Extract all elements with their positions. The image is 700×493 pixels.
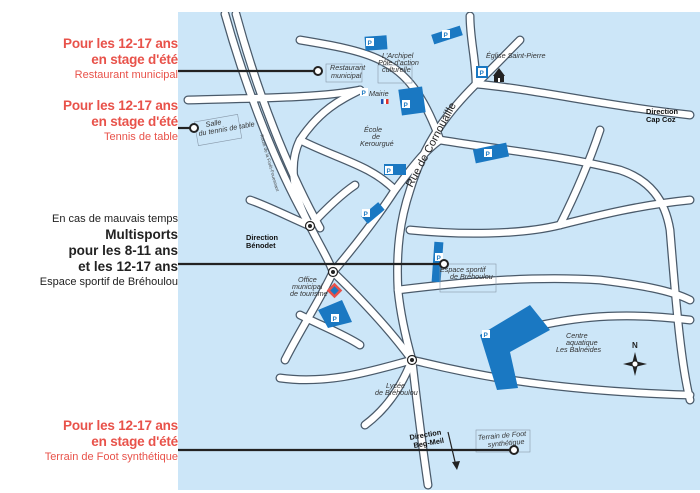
legend-panel: Pour les 12-17 ans en stage d'été Restau… [0, 0, 178, 493]
facility-outlines [193, 63, 531, 453]
compass-icon: N [623, 341, 647, 376]
salle-box[interactable] [193, 114, 243, 146]
svg-text:de tourisme: de tourisme [290, 289, 328, 298]
svg-text:P: P [362, 90, 367, 97]
parking-center[interactable] [361, 202, 385, 224]
foot-map-label: Terrain de Foot [477, 429, 527, 442]
svg-text:P: P [444, 32, 449, 39]
svg-text:Pôle d'action: Pôle d'action [378, 58, 419, 67]
parking-centre-aquatique[interactable] [480, 305, 550, 390]
mairie-map-label: Mairie [369, 89, 389, 98]
salle-map-label: Salle [205, 117, 222, 129]
svg-text:culturelle: culturelle [382, 65, 411, 74]
road-fills [184, 12, 694, 489]
callout-tennis-line1: Pour les 12-17 ans [63, 98, 178, 113]
callout-restaurant-sub: Restaurant municipal [74, 69, 178, 81]
callout-tennis-sub: Tennis de table [104, 131, 178, 143]
callout-tennis-line2: en stage d'été [91, 114, 178, 129]
svg-text:P: P [333, 316, 338, 323]
svg-text:P: P [404, 102, 409, 109]
svg-text:aquatique: aquatique [566, 338, 598, 347]
svg-text:P: P [364, 211, 369, 218]
svg-text:P: P [484, 332, 489, 339]
restaurant-map-label: Restaurant [330, 63, 366, 72]
church-icon [493, 68, 505, 82]
callout-sport-pre: En cas de mauvais temps [52, 213, 178, 225]
parking-mairie[interactable] [398, 86, 426, 116]
callout-sport: En cas de mauvais temps Multisports pour… [0, 212, 178, 290]
svg-text:Les Balnéides: Les Balnéides [556, 345, 602, 354]
parking-letters: P P P P P P P P P P P [331, 30, 492, 339]
svg-text:P: P [486, 151, 491, 158]
svg-text:municipal: municipal [292, 282, 323, 291]
svg-text:de Bréhoulou: de Bréhoulou [375, 388, 418, 397]
callout-tennis: Pour les 12-17 ans en stage d'été Tennis… [0, 98, 178, 145]
espace-box[interactable] [439, 263, 497, 293]
parking-ecole[interactable] [384, 164, 406, 175]
svg-text:P: P [368, 40, 373, 47]
callout-foot-line2: en stage d'été [91, 434, 178, 449]
benodet-label: Direction [246, 233, 279, 242]
cap-coz-label: Direction [646, 107, 679, 116]
foot-box[interactable] [475, 429, 531, 453]
svg-text:de Bréhoulou: de Bréhoulou [450, 272, 493, 281]
office-map-label: Office [298, 275, 317, 284]
roundabouts [304, 220, 418, 366]
svg-text:P: P [387, 168, 392, 175]
eglise-map-label: Église Saint-Pierre [486, 51, 546, 60]
svg-text:Cap Coz: Cap Coz [646, 115, 676, 124]
callout-restaurant-line1: Pour les 12-17 ans [63, 36, 178, 51]
callout-sport-line2: pour les 8-11 ans [68, 243, 178, 258]
espace-map-label: Espace sportif [440, 265, 487, 274]
lycee-map-label: Lycée [386, 381, 405, 390]
centre-map-label: Centre [566, 331, 588, 340]
callout-sport-line1: Multisports [105, 227, 178, 242]
svg-text:Kerourgué: Kerourgué [360, 139, 394, 148]
svg-text:P: P [437, 255, 442, 262]
archipel-box[interactable] [377, 64, 413, 84]
callout-sport-sub: Espace sportif de Bréhoulou [39, 276, 178, 288]
callout-foot-line1: Pour les 12-17 ans [63, 418, 178, 433]
svg-text:de: de [372, 132, 380, 141]
svg-text:Bénodet: Bénodet [246, 241, 276, 250]
callout-restaurant-line2: en stage d'été [91, 52, 178, 67]
parking-espace-sportif[interactable] [431, 241, 444, 283]
ecole-map-label: École [364, 125, 382, 134]
flag-icon [381, 99, 389, 104]
callout-lines [178, 69, 510, 452]
callout-markers [189, 66, 519, 455]
callout-foot-sub: Terrain de Foot synthétique [44, 451, 178, 463]
svg-text:N: N [632, 341, 638, 350]
callout-restaurant: Pour les 12-17 ans en stage d'été Restau… [0, 36, 178, 83]
callout-foot: Pour les 12-17 ans en stage d'été Terrai… [0, 418, 179, 465]
restaurant-box[interactable] [325, 63, 363, 83]
archipel-map-label: L'Archipel [382, 51, 414, 60]
svg-text:municipal: municipal [331, 71, 362, 80]
callout-sport-line3: et les 12-17 ans [78, 259, 178, 274]
svg-text:P: P [480, 70, 485, 77]
